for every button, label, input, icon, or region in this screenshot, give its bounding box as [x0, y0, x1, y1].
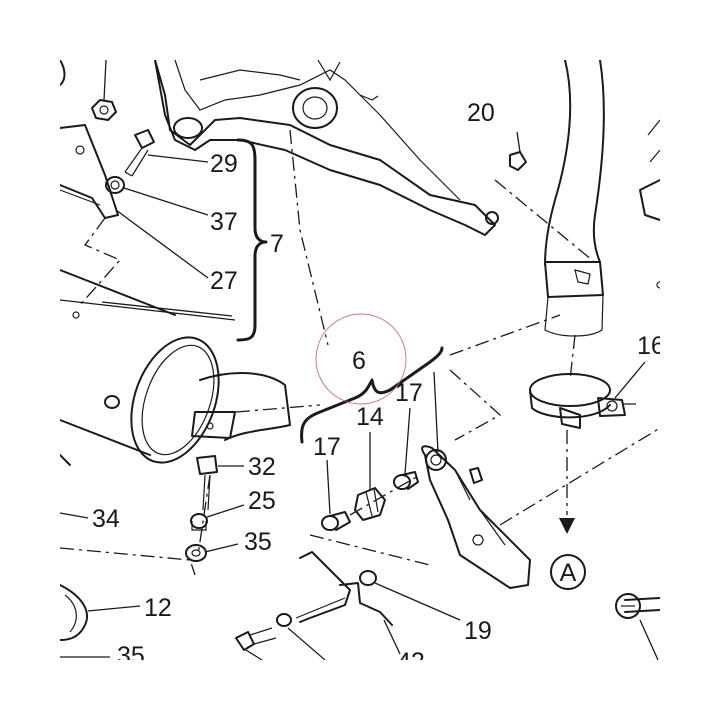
- highlight-circle: [315, 313, 407, 405]
- grommet-25: [190, 513, 208, 531]
- callout-a-circle: [550, 554, 586, 590]
- spacer-17-left: [321, 511, 351, 531]
- label-29: 29: [210, 150, 238, 178]
- nut-20: [509, 151, 527, 171]
- assembly-lines: [59, 129, 661, 576]
- label-25: 25: [248, 487, 276, 515]
- label-37: 37: [210, 208, 238, 236]
- grommet-14: [354, 487, 386, 521]
- muffler-bracket: [59, 59, 119, 219]
- label-17-left: 17: [313, 433, 341, 461]
- label-7: 7: [270, 230, 284, 258]
- washer-37: [105, 176, 125, 194]
- hardware-nut-top: [91, 59, 117, 121]
- clamp-16: [529, 373, 636, 429]
- brace-6: [300, 346, 444, 444]
- right-edge-parts: [615, 119, 664, 619]
- brace-7: [236, 138, 268, 342]
- label-12: 12: [144, 594, 172, 622]
- edge-part-34: [59, 454, 71, 466]
- exhaust-pipe: [544, 59, 605, 337]
- spacer-17-right: [393, 471, 419, 490]
- label-20: 20: [467, 99, 495, 127]
- spring-clip-42: [295, 551, 393, 626]
- label-34: 34: [92, 505, 120, 533]
- spacer-32: [196, 455, 218, 511]
- leader-lines: [59, 131, 659, 661]
- bolt-bottom: [235, 613, 326, 661]
- label-19: 19: [464, 617, 492, 645]
- label-27: 27: [210, 267, 238, 295]
- heat-shield-bracket: [421, 445, 531, 589]
- bolt-29: [124, 129, 155, 177]
- label-17-right: 17: [395, 379, 423, 407]
- washer-35: [185, 544, 207, 562]
- frame-bracket: [154, 59, 499, 236]
- rear-end-cap: [59, 584, 88, 641]
- label-14: 14: [356, 403, 384, 431]
- arrow-to-a: [559, 518, 575, 534]
- label-35-mid: 35: [244, 528, 272, 556]
- washer-19: [359, 570, 377, 586]
- callout-a-letter: A: [560, 559, 577, 587]
- label-32: 32: [248, 453, 276, 481]
- label-6: 6: [352, 347, 366, 375]
